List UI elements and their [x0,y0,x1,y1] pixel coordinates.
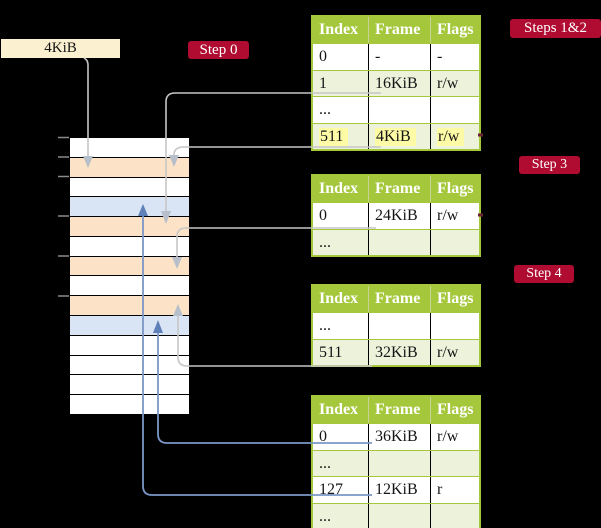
table-cell: 0 [313,424,369,450]
column-header-frame: Frame [369,397,431,423]
column-header-flags: Flags [437,180,474,197]
column-header-index: Index [313,286,369,312]
table-cell: ... [313,313,369,339]
table-cell: r/w [437,207,459,224]
column-header-frame: Frame [369,286,431,312]
memory-row-white [70,276,189,297]
memory-row-white [70,335,189,356]
memory-row-orange [70,296,189,317]
table-cell [369,313,431,339]
table-cell [431,451,479,477]
column-header-flags: Flags [437,290,474,307]
table-cell [369,229,431,255]
table-cell: 1 [313,70,369,96]
table-cell: 36KiB [369,424,431,450]
memory-row-blue [70,316,189,336]
table-cell: ... [313,503,369,528]
frame-size-box: 4KiB [1,39,120,58]
label-step-4: Step 4 [514,265,574,283]
column-header-flags: Flags [437,401,474,418]
table-row: ... [313,312,479,339]
column-header-index: Index [313,397,369,423]
table-cell: 0 [313,44,369,70]
memory-column [69,137,190,415]
table-cell [431,230,479,256]
memory-row-white [70,355,189,376]
table-cell: 511 [313,123,369,149]
table-row: ... [313,449,479,477]
memory-row-white [70,138,189,158]
highlighted-value: r/w [437,127,465,146]
table-row: ... [313,502,479,528]
table-cell [369,503,431,528]
label-step-3: Step 3 [519,156,580,174]
column-header-flags: Flags [437,21,474,38]
table-cell: ... [313,229,369,255]
table-cell: 0 [313,203,369,229]
column-header-frame: Frame [369,17,431,43]
table-cell [369,97,431,123]
table-cell: r/w [431,124,479,150]
memory-row-white [70,375,189,396]
table-cell [431,504,479,528]
table-cell: ... [313,450,369,476]
table-cell: - [437,48,443,65]
table-cell: 12KiB [369,477,431,503]
highlighted-value: 511 [319,127,349,146]
column-header-index: Index [313,17,369,43]
column-header-index: Index [313,176,369,202]
table-cell: 127 [313,477,369,503]
table-row: ... [313,96,479,123]
table-cell [431,97,479,123]
table-row: 0-- [313,43,479,70]
memory-row-white [70,177,189,198]
table-cell: 511 [313,339,369,365]
table-cell: r [437,481,443,498]
table-cell [431,313,479,339]
table-cell: - [369,44,431,70]
memory-row-white [70,395,189,414]
frame-boundary-ticks [58,136,69,297]
memory-row-blue [70,197,189,218]
table-cell: 16KiB [369,70,431,96]
table-cell: 32KiB [369,339,431,365]
table-cell: 4KiB [369,123,431,149]
table-cell: ... [313,97,369,123]
memory-row-orange [70,217,189,237]
table-cell: r/w [437,74,459,92]
table-row: 511 4KiB r/w [313,122,479,150]
memory-row-orange [70,256,189,277]
memory-row-white [70,236,189,257]
table-row: ... [313,228,479,256]
table-cell: 24KiB [369,203,431,229]
memory-row-orange [70,157,189,178]
table-cell [369,450,431,476]
table-cell: r/w [437,428,459,445]
label-step-0: Step 0 [188,41,249,59]
column-header-frame: Frame [369,176,431,202]
table-cell: r/w [437,343,459,361]
highlighted-value: 4KiB [375,127,416,146]
label-steps-1-2: Steps 1&2 [510,19,601,38]
